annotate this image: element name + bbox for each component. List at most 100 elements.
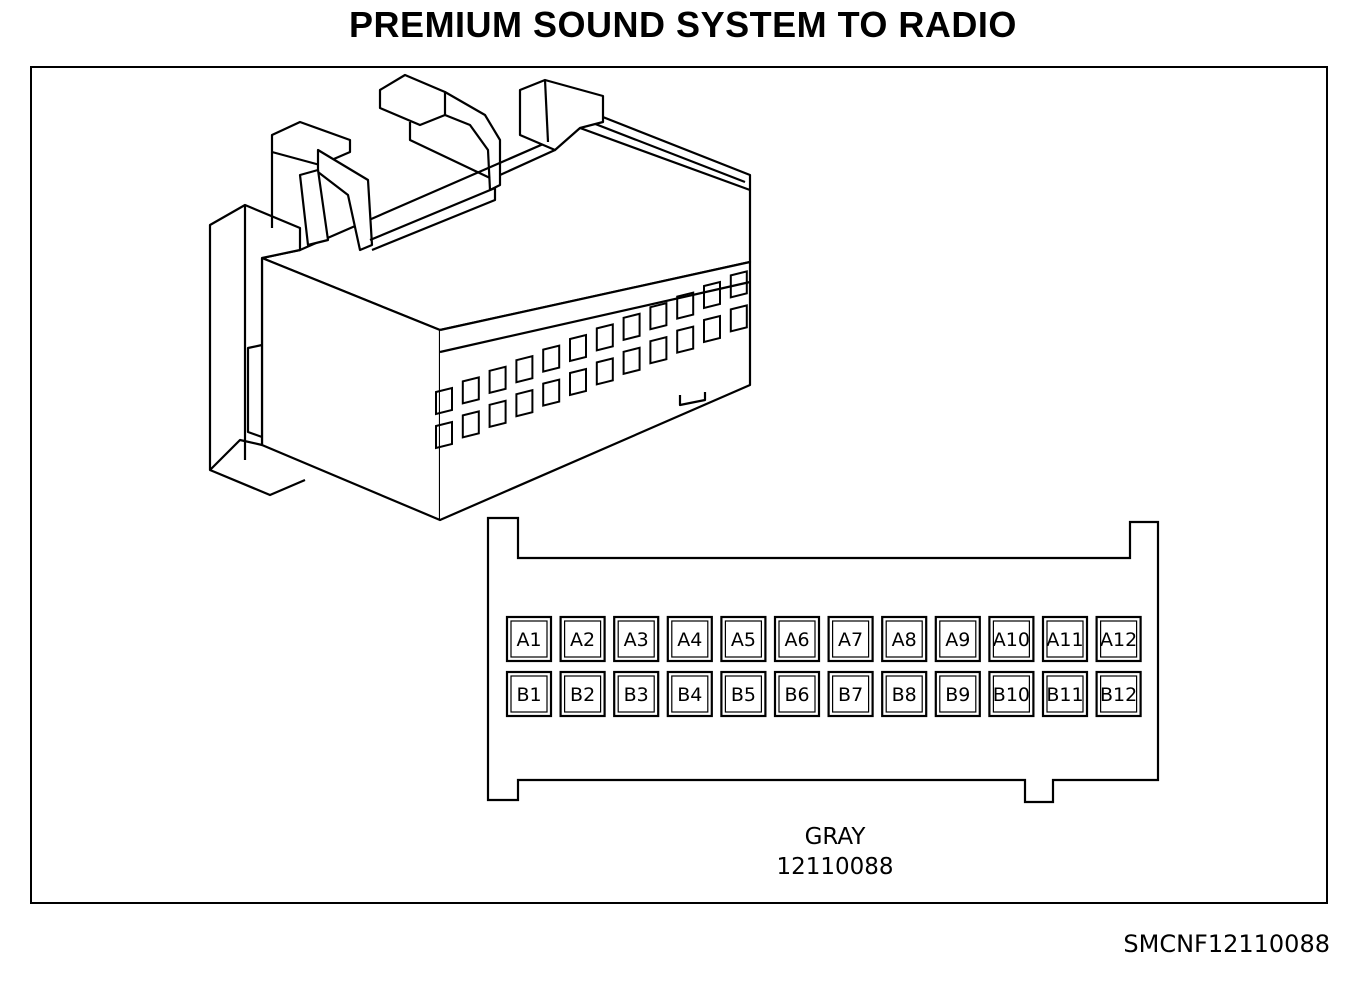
isometric-cavity [461, 376, 480, 405]
isometric-cavity [569, 367, 587, 397]
terminal-cavity [1095, 670, 1142, 718]
terminal-label: A6 [784, 629, 809, 651]
isometric-cavity [435, 386, 453, 416]
terminal-label: B4 [677, 684, 702, 706]
terminal-cavity [934, 615, 981, 663]
terminal-cavity [666, 670, 713, 718]
terminal-cavity-inner [831, 620, 870, 658]
isometric-cavity [542, 378, 561, 407]
connector-isometric-illustration [208, 73, 752, 522]
isometric-cavity [676, 325, 695, 354]
terminal-label: B3 [624, 684, 649, 706]
terminal-cavity-inner [510, 620, 548, 658]
isometric-cavity [461, 410, 480, 439]
terminal-cavity [505, 670, 553, 718]
terminal-label: B11 [1046, 684, 1083, 706]
terminal-cavity-inner [885, 675, 923, 713]
isometric-cavity [622, 312, 641, 342]
isometric-cavity [435, 420, 453, 450]
isometric-cavity [703, 314, 721, 344]
terminal-cavity [1041, 670, 1089, 718]
diagram-title: PREMIUM SOUND SYSTEM TO RADIO [349, 4, 1017, 45]
terminal-cavity [559, 615, 606, 663]
terminal-cavity-inner [831, 675, 870, 713]
isometric-cavity [622, 346, 641, 376]
figure-code: SMCNF12110088 [1123, 930, 1330, 958]
terminal-label: A12 [1100, 629, 1137, 651]
isometric-cavity [649, 301, 668, 331]
connector-part-number: 12110088 [776, 854, 894, 880]
terminal-cavity [881, 615, 928, 663]
isometric-cavity [488, 365, 507, 395]
terminal-cavity-inner [939, 675, 977, 713]
isometric-cavity [515, 354, 534, 384]
terminal-label: A10 [993, 629, 1030, 651]
terminal-label: B12 [1100, 684, 1137, 706]
terminal-cavity [934, 670, 981, 718]
terminal-cavity-inner [939, 620, 977, 658]
isometric-cavity [595, 357, 614, 386]
terminal-label: B5 [731, 684, 756, 706]
terminal-label: B8 [892, 684, 917, 706]
terminal-label: A4 [677, 629, 702, 651]
isometric-cavity [649, 335, 668, 365]
isometric-cavity [515, 388, 534, 418]
connector-face-view [486, 516, 1160, 804]
terminal-cavity [881, 670, 928, 718]
terminal-cavity-inner [885, 620, 923, 658]
terminal-cavity [773, 670, 821, 718]
terminal-label: A9 [945, 629, 970, 651]
terminal-cavity-inner [724, 675, 763, 713]
terminal-label: A2 [570, 629, 595, 651]
connector-color-label: GRAY [804, 824, 866, 850]
terminal-label: B2 [570, 684, 595, 706]
isometric-cavity [569, 333, 587, 363]
terminal-cavity-inner [724, 620, 763, 658]
terminal-cavity [1095, 615, 1142, 663]
terminal-cavity-inner [1099, 675, 1138, 713]
terminal-cavity-inner [778, 675, 816, 713]
terminal-cavity [720, 670, 767, 718]
terminal-cavity-inner [992, 620, 1031, 658]
terminal-cavity [613, 670, 660, 718]
terminal-cavity-inner [1046, 620, 1084, 658]
terminal-label: B7 [838, 684, 863, 706]
terminal-cavity-inner [563, 620, 602, 658]
isometric-cavity [676, 291, 695, 320]
terminal-label: A7 [838, 629, 863, 651]
terminal-cavity [559, 670, 606, 718]
isometric-cavity [488, 399, 507, 429]
terminal-cavity-inner [510, 675, 548, 713]
terminal-label: B1 [516, 684, 541, 706]
terminal-cavity [666, 615, 713, 663]
terminal-cavity-inner [778, 620, 816, 658]
isometric-cavity [703, 280, 721, 310]
isometric-cavity [729, 270, 748, 299]
terminal-label: B10 [993, 684, 1030, 706]
terminal-cavity-inner [1046, 675, 1084, 713]
isometric-cavity [595, 323, 614, 352]
terminal-label: B6 [784, 684, 809, 706]
isometric-cavity [542, 344, 561, 373]
terminal-cavity-inner [617, 620, 655, 658]
terminal-cavity-inner [1099, 620, 1138, 658]
terminal-cavity-inner [992, 675, 1031, 713]
terminal-cavity [720, 615, 767, 663]
terminal-label: B9 [945, 684, 970, 706]
terminal-cavity [827, 615, 874, 663]
terminal-cavity [505, 615, 553, 663]
terminal-cavity [988, 670, 1035, 718]
isometric-cavity [729, 304, 748, 333]
terminal-cavity-inner [671, 620, 709, 658]
terminal-label: A1 [516, 629, 541, 651]
terminal-cavity-inner [617, 675, 655, 713]
terminal-cavity [773, 615, 821, 663]
isometric-cavity-grid [435, 270, 748, 450]
terminal-cavity [613, 615, 660, 663]
terminal-cavity [1041, 615, 1089, 663]
terminal-cavity-inner [563, 675, 602, 713]
terminal-label: A3 [624, 629, 649, 651]
terminal-cavity [827, 670, 874, 718]
